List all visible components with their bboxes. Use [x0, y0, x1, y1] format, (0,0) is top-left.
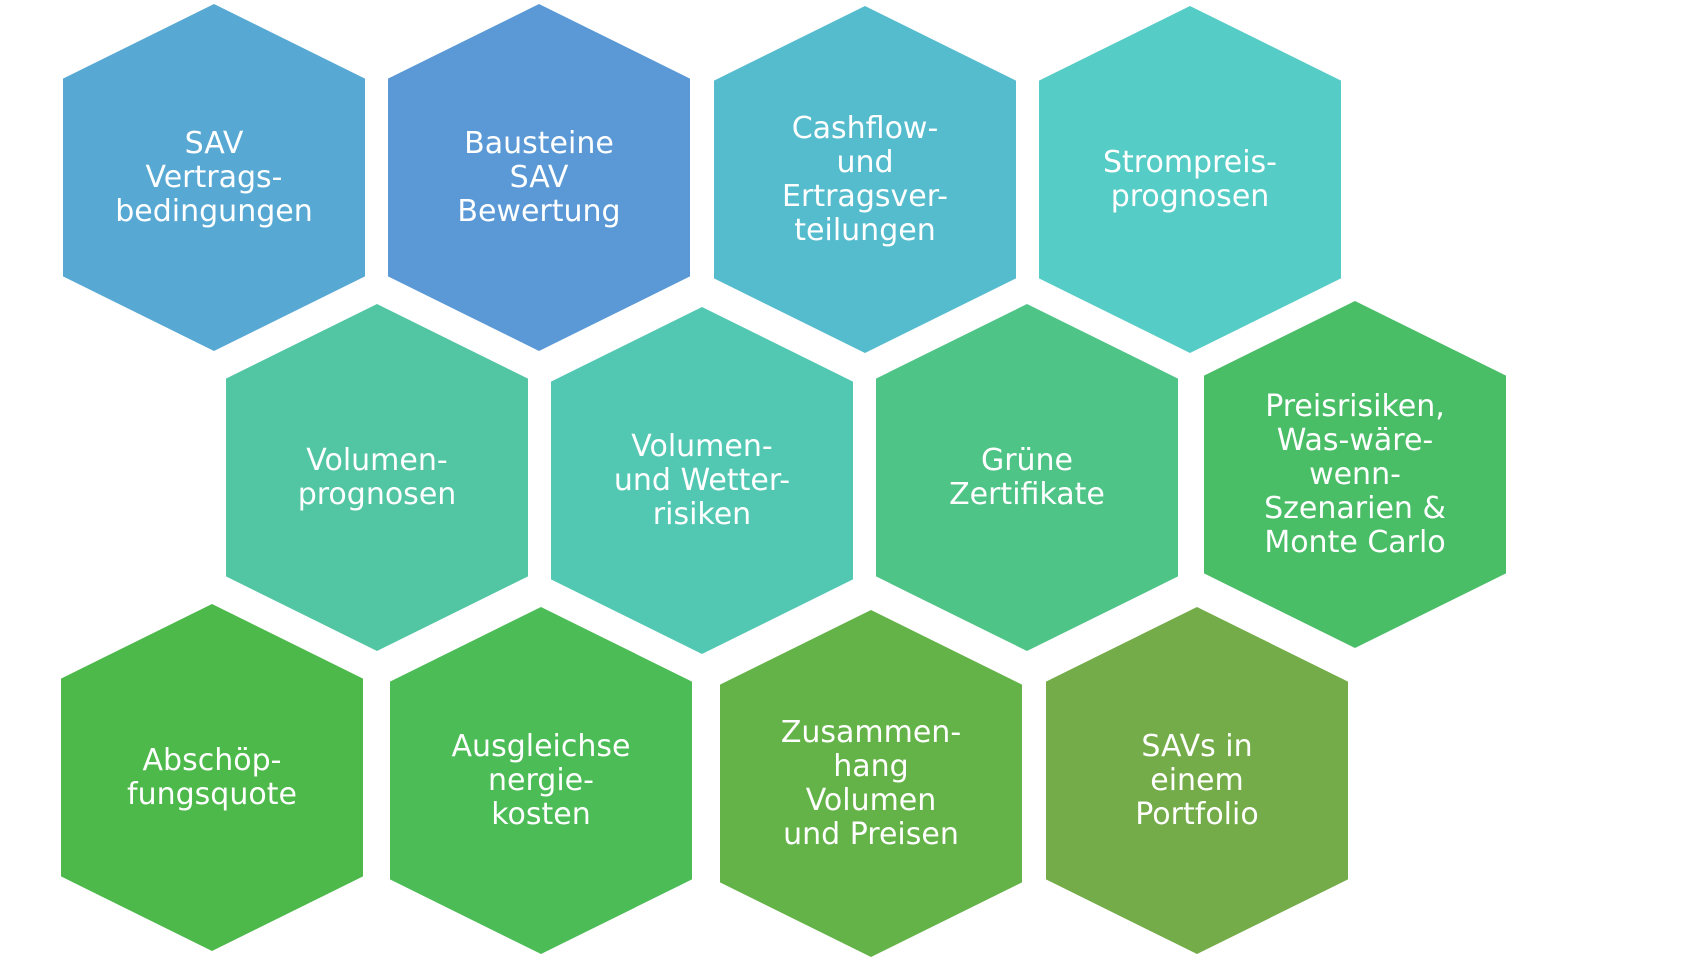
hex-label: Abschöp- fungsquote [127, 742, 297, 812]
hex-bausteine-sav-bewertung: Bausteine SAV Bewertung [388, 4, 690, 351]
hex-label: SAVs in einem Portfolio [1135, 728, 1259, 832]
hex-label: Preisrisiken, Was-wäre- wenn- Szenarien … [1264, 388, 1446, 560]
hex-ausgleichsenergiekosten: Ausgleichse nergie- kosten [390, 607, 692, 954]
hex-label: Bausteine SAV Bewertung [457, 125, 621, 229]
hex-label: Volumen- prognosen [297, 442, 457, 512]
hex-sav-vertragsbedingungen: SAV Vertrags- bedingungen [63, 4, 365, 351]
hex-preisrisiken-szenarien: Preisrisiken, Was-wäre- wenn- Szenarien … [1204, 301, 1506, 648]
hex-label: Cashflow- und Ertragsver- teilungen [782, 110, 948, 248]
hex-savs-portfolio: SAVs in einem Portfolio [1046, 607, 1348, 954]
hex-cashflow-ertragsverteilungen: Cashflow- und Ertragsver- teilungen [714, 6, 1016, 353]
hex-label: Ausgleichse nergie- kosten [451, 728, 631, 832]
hex-volumenprognosen: Volumen- prognosen [226, 304, 528, 651]
hex-zusammenhang-volumen-preisen: Zusammen- hang Volumen und Preisen [720, 610, 1022, 957]
hex-volumen-wetterrisiken: Volumen- und Wetter- risiken [551, 307, 853, 654]
hex-label: Strompreis- prognosen [1102, 144, 1278, 214]
hex-gruene-zertifikate: Grüne Zertifikate [876, 304, 1178, 651]
hex-label: SAV Vertrags- bedingungen [115, 125, 313, 229]
hex-abschoepfungsquote: Abschöp- fungsquote [61, 604, 363, 951]
hex-label: Zusammen- hang Volumen und Preisen [780, 714, 962, 852]
hex-label: Grüne Zertifikate [949, 442, 1105, 512]
hex-label: Volumen- und Wetter- risiken [613, 428, 791, 532]
hex-strompreisprognosen: Strompreis- prognosen [1039, 6, 1341, 353]
